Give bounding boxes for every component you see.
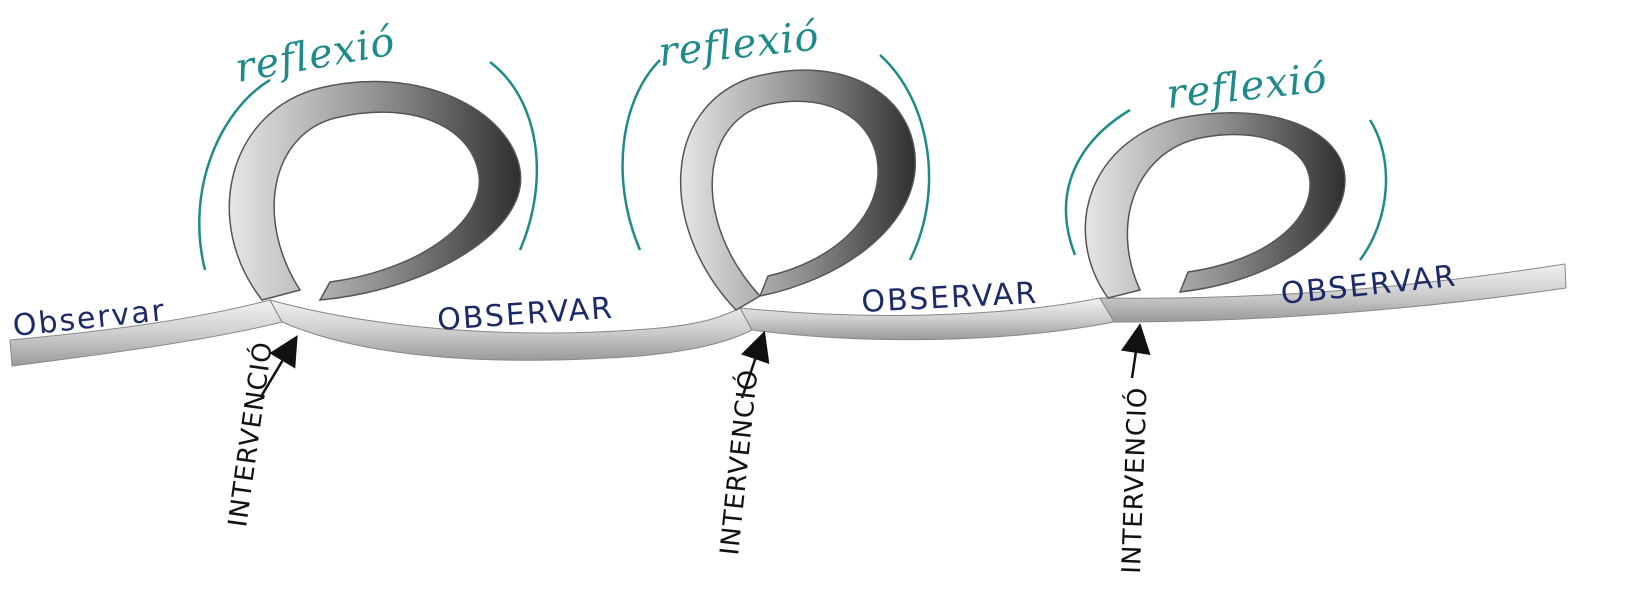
reflexio-label-3: reflexió (1164, 55, 1329, 118)
reflexio-label-2: reflexió (656, 13, 821, 76)
intervention-arrow-3 (1132, 338, 1138, 378)
loop-2 (681, 70, 916, 310)
observar-label-2: OBSERVAR (436, 291, 615, 338)
loop-3 (1085, 113, 1345, 298)
intervencio-label-3: INTERVENCIÓ (1115, 386, 1154, 574)
intervencio-label-1: INTERVENCIÓ (221, 339, 279, 529)
loop-1 (229, 82, 520, 300)
intervencio-label-2: INTERVENCIÓ (713, 367, 764, 556)
reflection-arc-2 (623, 60, 660, 250)
reflection-arc-3b (1360, 120, 1386, 260)
